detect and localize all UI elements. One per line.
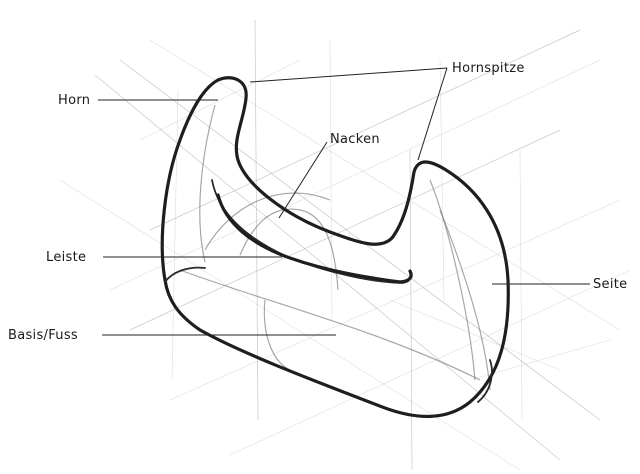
- leader-lines: [98, 68, 590, 335]
- object-outline: [162, 78, 508, 417]
- leader-hornspitze-right: [418, 68, 447, 160]
- labels: Horn Hornspitze Nacken Leiste Seite Basi…: [8, 61, 627, 343]
- construction-lines: [60, 20, 630, 470]
- label-hornspitze: Hornspitze: [452, 61, 525, 76]
- label-seite: Seite: [593, 277, 627, 292]
- label-horn: Horn: [58, 93, 90, 108]
- label-basis: Basis/Fuss: [8, 328, 78, 343]
- leader-nacken: [279, 142, 327, 218]
- label-leiste: Leiste: [46, 250, 86, 265]
- label-nacken: Nacken: [330, 132, 380, 147]
- sketch-strokes: [180, 105, 490, 390]
